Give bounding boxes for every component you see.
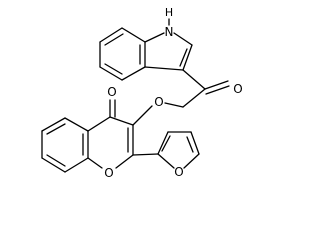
ketone-oxygen-label: O [233,82,242,96]
bond [182,69,206,90]
bond [115,154,134,169]
bond-co-double-second [205,85,230,95]
furan-ring [132,131,200,169]
bond [87,116,111,132]
bond-double-inner [46,123,66,135]
bond [41,117,66,132]
bond-double-inner [104,33,124,46]
bond [190,131,200,155]
bond-double-inner [161,135,171,152]
bond [109,116,134,126]
chromone-benzo-ring [41,117,89,173]
ether-oxygen-label: O [154,95,163,109]
bond [144,32,165,43]
bond [132,105,153,126]
bond-double-inner [179,48,188,67]
bond [64,157,89,173]
indole-nitrogen-label: N [165,25,174,39]
bond [182,44,193,71]
bond [182,88,206,108]
indole-nh-hydrogen-label: H [165,6,173,19]
chemical-structure-diagram: N H O O O O [0,0,300,200]
chromone-carbonyl-oxygen-label: O [107,85,116,99]
bond [87,157,103,169]
bond [64,117,89,132]
bond [41,157,66,173]
bond [164,102,184,108]
bond [132,153,159,156]
chromene-ring-oxygen-label: O [104,166,113,180]
bond [99,27,123,43]
bond-double-inner [46,154,66,167]
bond-double-inner [104,63,123,75]
indole-benzene-ring [99,27,146,81]
indole-pyrrole-ring [144,32,193,71]
diagram-background [0,0,300,200]
bond [121,66,146,81]
furan-oxygen-label: O [174,165,183,179]
bond-double-inner [186,136,194,153]
bond [183,153,200,169]
bond [157,153,175,169]
chromone-pyranone-ring [87,99,153,169]
keto-linker [164,69,230,108]
bond [173,32,193,46]
bond [99,66,123,81]
bond-co-double [204,80,229,90]
bond [157,131,169,155]
bond [144,66,184,71]
bond [121,27,146,43]
